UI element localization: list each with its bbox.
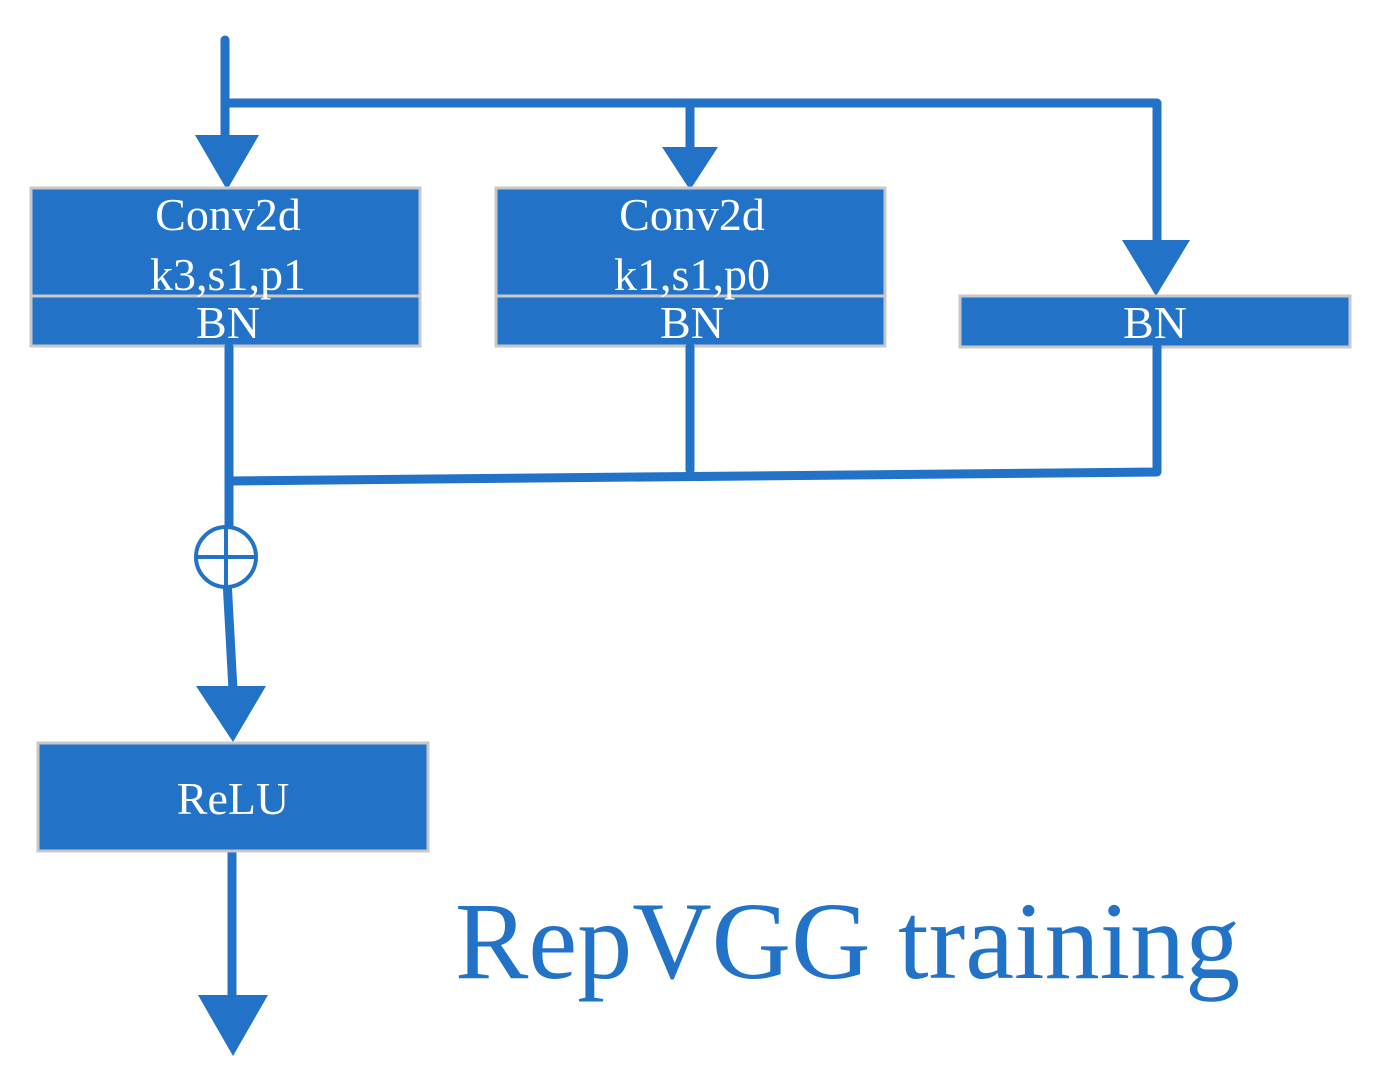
- circled-plus-icon: [194, 525, 258, 589]
- arrow-down-icon: [1122, 240, 1190, 296]
- relu-label: ReLU: [177, 773, 289, 824]
- arrow-down-icon: [662, 147, 718, 190]
- conv3x3-box: [29, 186, 422, 348]
- arrow-down-icon: [198, 995, 268, 1056]
- conv1x1-title: Conv2d: [619, 189, 765, 240]
- arrow-down-icon: [196, 686, 266, 742]
- sum-to-relu-line: [222, 575, 238, 695]
- identity-bn-label: BN: [1123, 297, 1187, 348]
- identity-bn-box: [958, 294, 1352, 349]
- arrow-down-icon: [195, 135, 259, 190]
- conv3x3-bn-block: Conv2d k3,s1,p1 BN: [29, 186, 422, 348]
- conv3x3-title: Conv2d: [155, 189, 301, 240]
- relu-block: ReLU: [36, 741, 430, 853]
- conv3x3-bn-label: BN: [196, 297, 260, 348]
- identity-bn-block: BN: [958, 294, 1352, 349]
- branch-right-merge: [224, 342, 1162, 486]
- conv1x1-params: k1,s1,p0: [614, 249, 770, 300]
- input-wires: [220, 35, 1162, 250]
- conv1x1-bn-label: BN: [660, 297, 724, 348]
- branch-split-line: [220, 98, 1162, 250]
- conv1x1-bn-block: Conv2d k1,s1,p0 BN: [494, 186, 887, 348]
- merge-wires: [222, 342, 1162, 1005]
- conv3x3-params: k3,s1,p1: [150, 249, 306, 300]
- diagram-caption: RepVGG training: [455, 880, 1240, 1002]
- relu-box: [36, 741, 430, 853]
